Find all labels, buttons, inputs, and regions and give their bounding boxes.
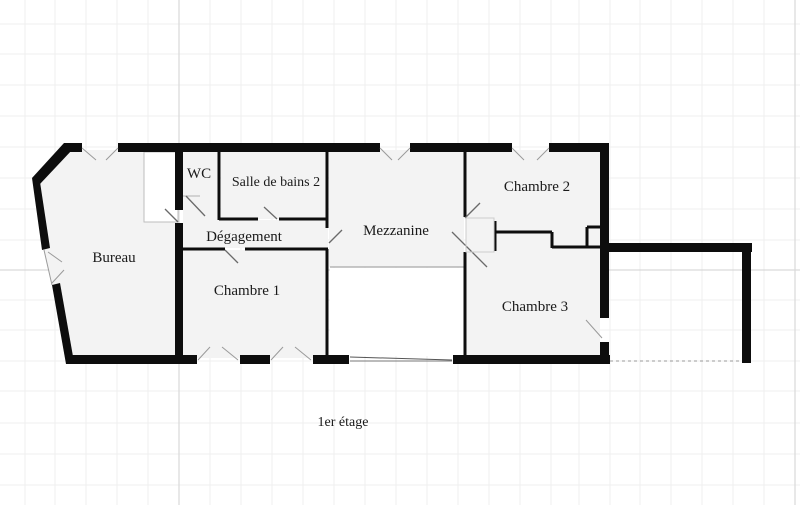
- interior-walls: [183, 150, 601, 358]
- stair-void: [143, 151, 179, 223]
- label-mezzanine: Mezzanine: [363, 223, 429, 239]
- label-wc: WC: [187, 166, 211, 182]
- label-chambre-3: Chambre 3: [502, 299, 568, 315]
- floor-label: 1er étage: [318, 415, 369, 430]
- mezzanine-void: [330, 268, 464, 356]
- label-salle-de-bains-2: Salle de bains 2: [232, 175, 320, 190]
- walls: [32, 143, 752, 364]
- label-chambre-2: Chambre 2: [504, 179, 570, 195]
- label-chambre-1: Chambre 1: [214, 283, 280, 299]
- room-chambre-3: [466, 232, 600, 358]
- openings: [43, 147, 603, 362]
- room-mezzanine: [329, 150, 464, 267]
- room-wc: [183, 150, 219, 220]
- room-degagement: [183, 220, 328, 248]
- room-chambre-1: [183, 250, 327, 358]
- room-salle-de-bains-2: [221, 152, 326, 219]
- room-fills: [38, 150, 600, 360]
- label-degagement: Dégagement: [206, 229, 283, 245]
- label-bureau: Bureau: [92, 250, 136, 266]
- room-bureau: [38, 150, 178, 360]
